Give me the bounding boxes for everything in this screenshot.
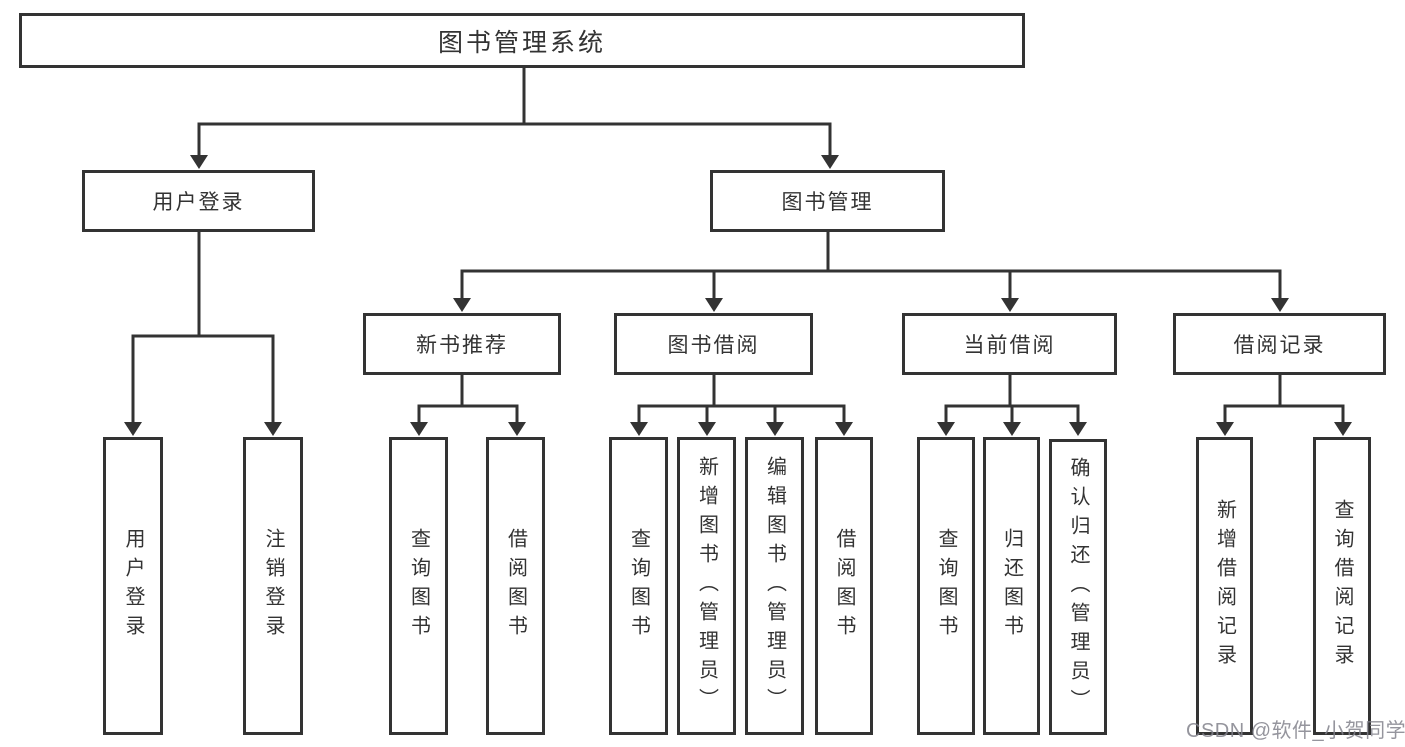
- node-current-borrowing: 当前借阅: [902, 313, 1117, 375]
- leaf-borrow-books-recommend: 借阅图书: [486, 437, 545, 735]
- leaf-borrow-books-borrowing: 借阅图书: [815, 437, 873, 735]
- leaf-logout: 注销登录: [243, 437, 303, 735]
- leaf-edit-book-admin-label: 编辑图书（管理员）: [763, 455, 786, 717]
- leaf-logout-label: 注销登录: [262, 528, 284, 644]
- leaf-query-books-borrowing-label: 查询图书: [627, 528, 650, 644]
- leaf-confirm-return-admin-label: 确认归还（管理员）: [1067, 456, 1089, 718]
- leaf-query-books-borrowing: 查询图书: [609, 437, 668, 735]
- leaf-query-books-recommend: 查询图书: [389, 437, 448, 735]
- node-root-system: 图书管理系统: [19, 13, 1025, 68]
- leaf-borrow-books-recommend-label: 借阅图书: [504, 528, 527, 644]
- node-user-login-branch: 用户登录: [82, 170, 315, 232]
- node-new-book-recommend: 新书推荐: [363, 313, 561, 375]
- leaf-query-books-current-label: 查询图书: [935, 528, 957, 644]
- leaf-confirm-return-admin: 确认归还（管理员）: [1049, 439, 1107, 735]
- leaf-query-books-current: 查询图书: [917, 437, 975, 735]
- leaf-return-books: 归还图书: [983, 437, 1040, 735]
- node-book-borrowing: 图书借阅: [614, 313, 813, 375]
- node-root-label: 图书管理系统: [437, 28, 606, 57]
- leaf-add-book-admin: 新增图书（管理员）: [677, 437, 736, 735]
- csdn-watermark: CSDN @软件_小贺同学: [1186, 720, 1405, 742]
- node-borrowing-records: 借阅记录: [1173, 313, 1386, 375]
- leaf-borrow-books-borrowing-label: 借阅图书: [833, 528, 855, 644]
- leaf-add-borrow-record-label: 新增借阅记录: [1213, 499, 1236, 673]
- node-book-management-branch-label: 图书管理: [781, 191, 874, 214]
- node-book-borrowing-label: 图书借阅: [667, 334, 760, 357]
- node-borrowing-records-label: 借阅记录: [1233, 334, 1326, 357]
- leaf-query-borrow-record: 查询借阅记录: [1313, 437, 1371, 735]
- node-current-borrowing-label: 当前借阅: [963, 334, 1056, 357]
- leaf-add-borrow-record: 新增借阅记录: [1196, 437, 1253, 735]
- node-new-book-recommend-label: 新书推荐: [416, 334, 508, 357]
- leaf-query-books-recommend-label: 查询图书: [407, 528, 430, 644]
- leaf-query-borrow-record-label: 查询借阅记录: [1331, 499, 1353, 673]
- leaf-edit-book-admin: 编辑图书（管理员）: [745, 437, 804, 735]
- leaf-user-login: 用户登录: [103, 437, 163, 735]
- leaf-user-login-label: 用户登录: [122, 528, 144, 644]
- leaf-add-book-admin-label: 新增图书（管理员）: [695, 455, 718, 717]
- node-user-login-branch-label: 用户登录: [152, 191, 245, 214]
- leaf-return-books-label: 归还图书: [1000, 528, 1023, 644]
- node-book-management-branch: 图书管理: [710, 170, 945, 232]
